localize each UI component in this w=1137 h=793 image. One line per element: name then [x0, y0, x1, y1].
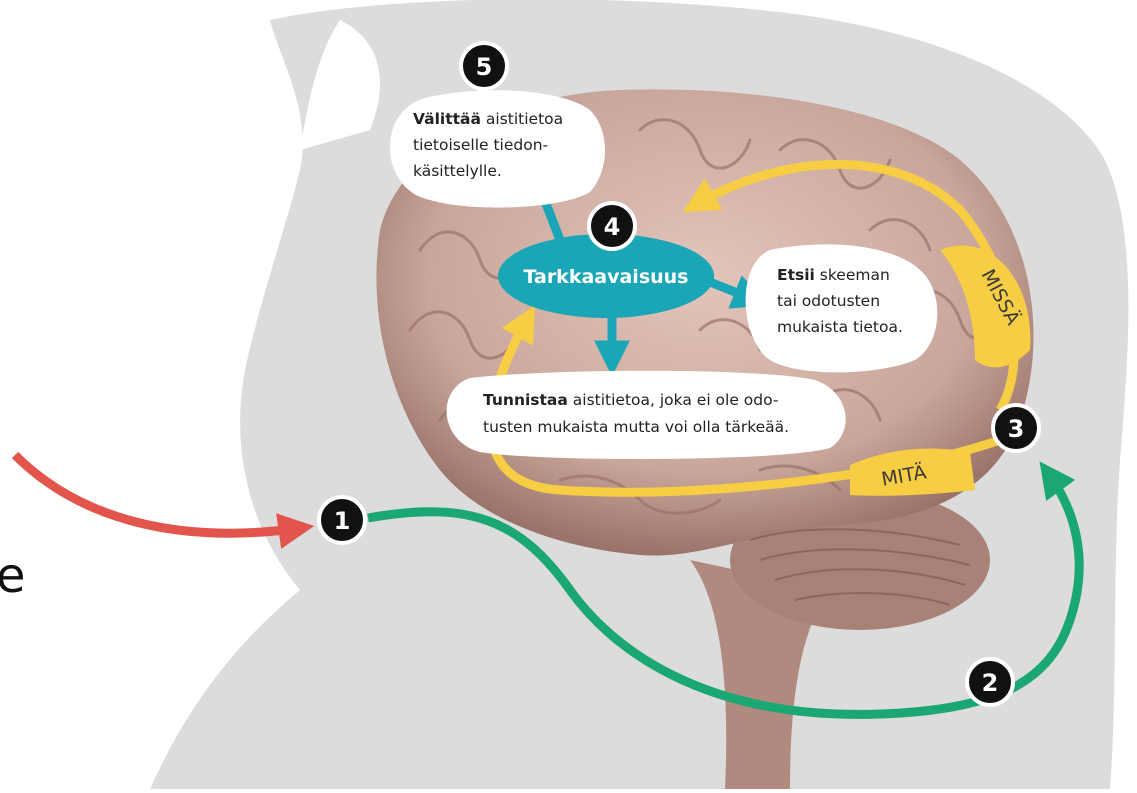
- badge-3: 3: [993, 405, 1039, 451]
- edge-text: e: [0, 548, 26, 604]
- bubble-top-line2: tietoiselle tiedon-: [413, 136, 548, 154]
- bubble-right-rest: skeeman: [815, 266, 890, 284]
- badge-5: 5: [461, 43, 507, 89]
- bubble-top-rest: aistitietoa: [481, 110, 563, 128]
- badge-4-number: 4: [604, 213, 621, 241]
- bubble-bottom-rest: aistitietoa, joka ei ole odo-: [568, 391, 779, 409]
- badge-2-number: 2: [982, 669, 999, 697]
- badge-2: 2: [967, 659, 1013, 705]
- bubble-right-text: Etsii skeeman tai odotusten mukaista tie…: [777, 266, 903, 336]
- bubble-top-line3: käsittelylle.: [413, 162, 502, 180]
- bubble-bottom: [447, 371, 846, 459]
- bubble-bottom-bold: Tunnistaa: [483, 391, 568, 409]
- bubble-bottom-line2: tusten mukaista mutta voi olla tärkeää.: [483, 418, 789, 436]
- bubble-right-bold: Etsii: [777, 266, 815, 284]
- bubble-right-line2: tai odotusten: [777, 292, 880, 310]
- badge-4: 4: [589, 203, 635, 249]
- attention-label: Tarkkaavaisuus: [523, 266, 688, 288]
- bubble-top-bold: Välittää: [413, 110, 481, 128]
- badge-1: 1: [319, 497, 365, 543]
- badge-3-number: 3: [1008, 415, 1025, 443]
- bubble-right-line3: mukaista tietoa.: [777, 318, 903, 336]
- badge-5-number: 5: [476, 53, 493, 81]
- badge-1-number: 1: [334, 507, 351, 535]
